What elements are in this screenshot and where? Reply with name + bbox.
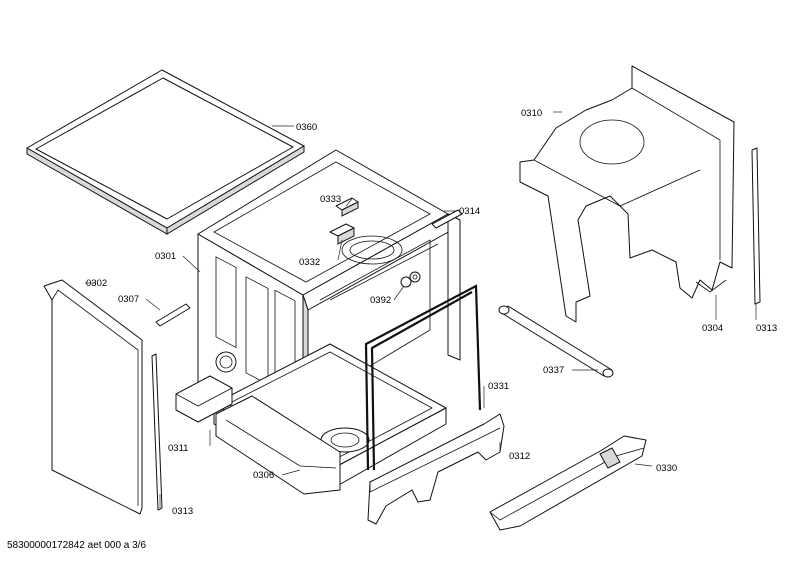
part-0333-bracket: [335, 197, 359, 217]
part-0360-top-cover: [26, 69, 305, 235]
document-reference-footer: 58300000172842 aet 000 a 3/6: [7, 540, 147, 551]
label-0311: 0311: [168, 443, 188, 454]
label-0302: 0302: [86, 278, 107, 289]
part-0304-insulation-strip: [695, 279, 727, 293]
part-labels: 0360 0310 0333 0314 0301 0332 0302 0307 …: [86, 108, 777, 517]
part-0301-tub-frame: [197, 149, 461, 491]
part-0313-strip-left: [151, 353, 163, 511]
label-0301: 0301: [155, 251, 176, 262]
part-0311-foam-block: [175, 375, 233, 423]
part-0330-lower-cover: [489, 435, 647, 531]
part-0307-rail: [155, 303, 191, 327]
label-0304: 0304: [702, 323, 723, 334]
part-0314-rail: [431, 209, 463, 229]
label-0330: 0330: [656, 463, 677, 474]
part-0306-base-frame: [215, 395, 341, 495]
part-0310-insulation: [519, 65, 735, 323]
part-0392-nut: [400, 271, 421, 288]
label-0360: 0360: [296, 122, 317, 133]
part-0312-kick-plate: [367, 413, 505, 525]
label-0313-right: 0313: [756, 323, 777, 334]
label-0312: 0312: [509, 451, 530, 462]
part-0313-strip-right: [751, 147, 761, 305]
label-0307: 0307: [118, 294, 139, 305]
part-0337-spray-tube: [498, 305, 614, 378]
label-0331: 0331: [488, 381, 509, 392]
leader-lines: [85, 111, 757, 508]
label-0332: 0332: [299, 257, 320, 268]
label-0306: 0306: [253, 470, 274, 481]
label-0337: 0337: [543, 365, 564, 376]
label-0333: 0333: [320, 194, 341, 205]
label-0392: 0392: [370, 295, 391, 306]
part-0302-side-panel: [43, 279, 143, 515]
label-0314: 0314: [459, 206, 480, 217]
part-0331-door-seal: [364, 284, 482, 471]
label-0310: 0310: [521, 108, 542, 119]
label-0313-left: 0313: [172, 506, 193, 517]
